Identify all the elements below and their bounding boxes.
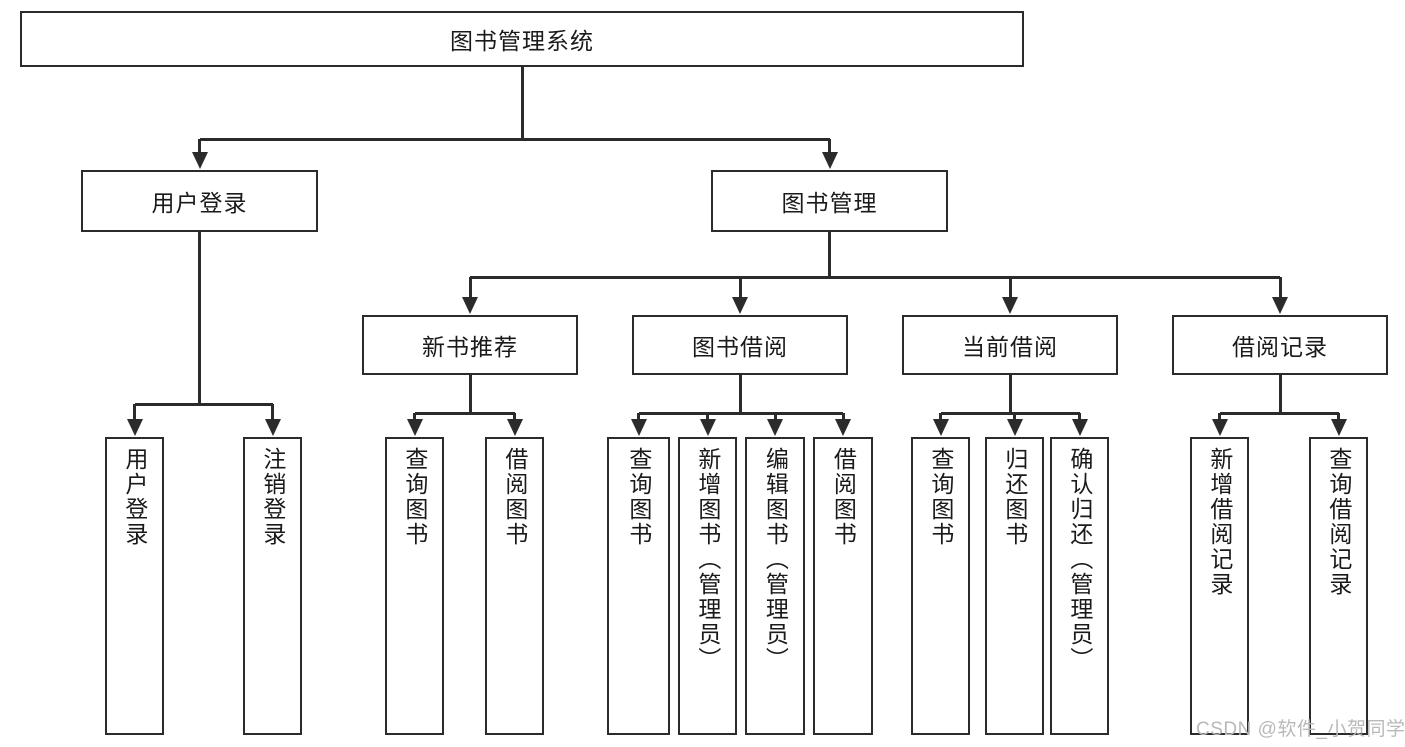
node-label: 查询图书 — [625, 447, 652, 547]
connector-arrowhead — [821, 152, 838, 169]
connector-bookmgmt-to-borrow-record — [1278, 277, 1282, 299]
node-label: 确认归还（管理员） — [1066, 447, 1093, 672]
node-new-book-recommend: 新书推荐 — [362, 315, 578, 375]
connector-arrowhead — [630, 419, 647, 436]
connector-arrowhead — [1002, 297, 1018, 314]
connector-arrowhead — [932, 419, 949, 436]
connector-arrowhead — [126, 419, 143, 436]
node-label: 图书借阅 — [692, 334, 788, 360]
node-label: 用户登录 — [121, 447, 148, 547]
connector-bookmgmt-to-book-borrow — [738, 277, 742, 299]
leaf-logout: 注销登录 — [243, 437, 302, 735]
connector-book-borrow-to-leaf-borrow-book-2 — [841, 413, 845, 421]
connector-root-to-user-login — [198, 139, 201, 154]
connector-current-borrow-stem — [1008, 375, 1012, 413]
connector-arrowhead — [462, 297, 478, 314]
leaf-add-book-admin: 新增图书（管理员） — [678, 437, 737, 735]
connector-user-login-to-leaf-logout — [271, 404, 274, 421]
connector-root-bus — [199, 137, 830, 141]
leaf-user-login: 用户登录 — [105, 437, 164, 735]
node-label: 用户登录 — [151, 190, 248, 216]
connector-arrowhead — [191, 152, 208, 169]
connector-arrowhead — [1330, 419, 1347, 436]
leaf-add-borrow-record: 新增借阅记录 — [1190, 437, 1249, 735]
root-node-book-management-system: 图书管理系统 — [20, 11, 1024, 67]
node-label: 借阅记录 — [1232, 334, 1328, 360]
node-user-login: 用户登录 — [81, 170, 318, 232]
node-label: 查询图书 — [927, 447, 954, 547]
connector-root-to-book-management — [828, 139, 831, 154]
connector-arrowhead — [1211, 419, 1228, 436]
node-label: 查询借阅记录 — [1325, 447, 1352, 597]
connector-new-book-recommend-to-leaf-query-book-1 — [413, 413, 416, 421]
node-label: 当前借阅 — [962, 334, 1058, 360]
node-label: 新书推荐 — [422, 334, 518, 360]
connector-current-borrow-to-leaf-query-book-3 — [939, 413, 942, 421]
connector-bookmgmt-bus — [470, 275, 1280, 279]
leaf-query-book-2: 查询图书 — [607, 437, 670, 735]
leaf-query-book-3: 查询图书 — [911, 437, 970, 735]
connector-book-borrow-to-leaf-add-book-admin — [706, 413, 709, 421]
connector-user-login-stem — [198, 232, 201, 404]
connector-bookmgmt-to-current-borrow — [1008, 277, 1012, 299]
connector-book-borrow-to-leaf-query-book-2 — [637, 413, 640, 421]
node-label: 图书管理 — [781, 190, 878, 216]
connector-arrowhead — [264, 419, 281, 436]
connector-borrow-record-to-leaf-add-borrow-record — [1218, 413, 1221, 421]
leaf-query-borrow-record: 查询借阅记录 — [1309, 437, 1368, 735]
node-borrow-record: 借阅记录 — [1172, 315, 1388, 375]
connector-new-book-recommend-stem — [468, 375, 472, 413]
connector-bookmgmt-stem — [828, 232, 831, 277]
connector-new-book-recommend-bus — [414, 411, 515, 415]
connector-arrowhead — [732, 297, 748, 314]
leaf-borrow-book-1: 借阅图书 — [485, 437, 544, 735]
connector-current-borrow-bus — [940, 411, 1080, 415]
leaf-edit-book-admin: 编辑图书（管理员） — [745, 437, 805, 735]
connector-current-borrow-to-leaf-return-book — [1013, 413, 1016, 421]
connector-borrow-record-stem — [1278, 375, 1282, 413]
node-current-borrow: 当前借阅 — [902, 315, 1118, 375]
connector-user-login-to-leaf-user-login — [133, 404, 136, 421]
node-label: 注销登录 — [259, 447, 286, 547]
connector-arrowhead — [835, 419, 851, 436]
leaf-query-book-1: 查询图书 — [385, 437, 444, 735]
connector-arrowhead — [1006, 419, 1023, 436]
connector-arrowhead — [767, 419, 783, 436]
leaf-return-book: 归还图书 — [985, 437, 1044, 735]
node-label: 查询图书 — [401, 447, 428, 547]
node-label: 图书管理系统 — [450, 28, 594, 54]
connector-arrowhead — [506, 419, 523, 436]
connector-book-borrow-stem — [738, 375, 742, 413]
connector-book-borrow-bus — [638, 411, 843, 415]
node-label: 新增借阅记录 — [1206, 447, 1233, 597]
connector-borrow-record-bus — [1219, 411, 1339, 415]
connector-user-login-bus — [134, 402, 273, 406]
connector-current-borrow-to-leaf-confirm-return — [1078, 413, 1081, 421]
connector-arrowhead — [406, 419, 423, 436]
connector-new-book-recommend-to-leaf-borrow-book-1 — [513, 413, 516, 421]
leaf-confirm-return: 确认归还（管理员） — [1050, 437, 1109, 735]
connector-arrowhead — [699, 419, 716, 436]
connector-root-stem — [520, 67, 524, 139]
connector-arrowhead — [1272, 297, 1288, 314]
node-label: 归还图书 — [1001, 447, 1028, 547]
connector-book-borrow-to-leaf-edit-book-admin — [773, 413, 777, 421]
connector-arrowhead — [1071, 419, 1088, 436]
node-label: 借阅图书 — [830, 447, 857, 547]
node-book-management: 图书管理 — [711, 170, 948, 232]
node-label: 新增图书（管理员） — [694, 447, 721, 672]
leaf-borrow-book-2: 借阅图书 — [813, 437, 873, 735]
node-label: 借阅图书 — [501, 447, 528, 547]
node-label: 编辑图书（管理员） — [762, 447, 789, 672]
node-book-borrow: 图书借阅 — [632, 315, 848, 375]
connector-bookmgmt-to-new-book-recommend — [468, 277, 472, 299]
connector-borrow-record-to-leaf-query-borrow-record — [1337, 413, 1340, 421]
